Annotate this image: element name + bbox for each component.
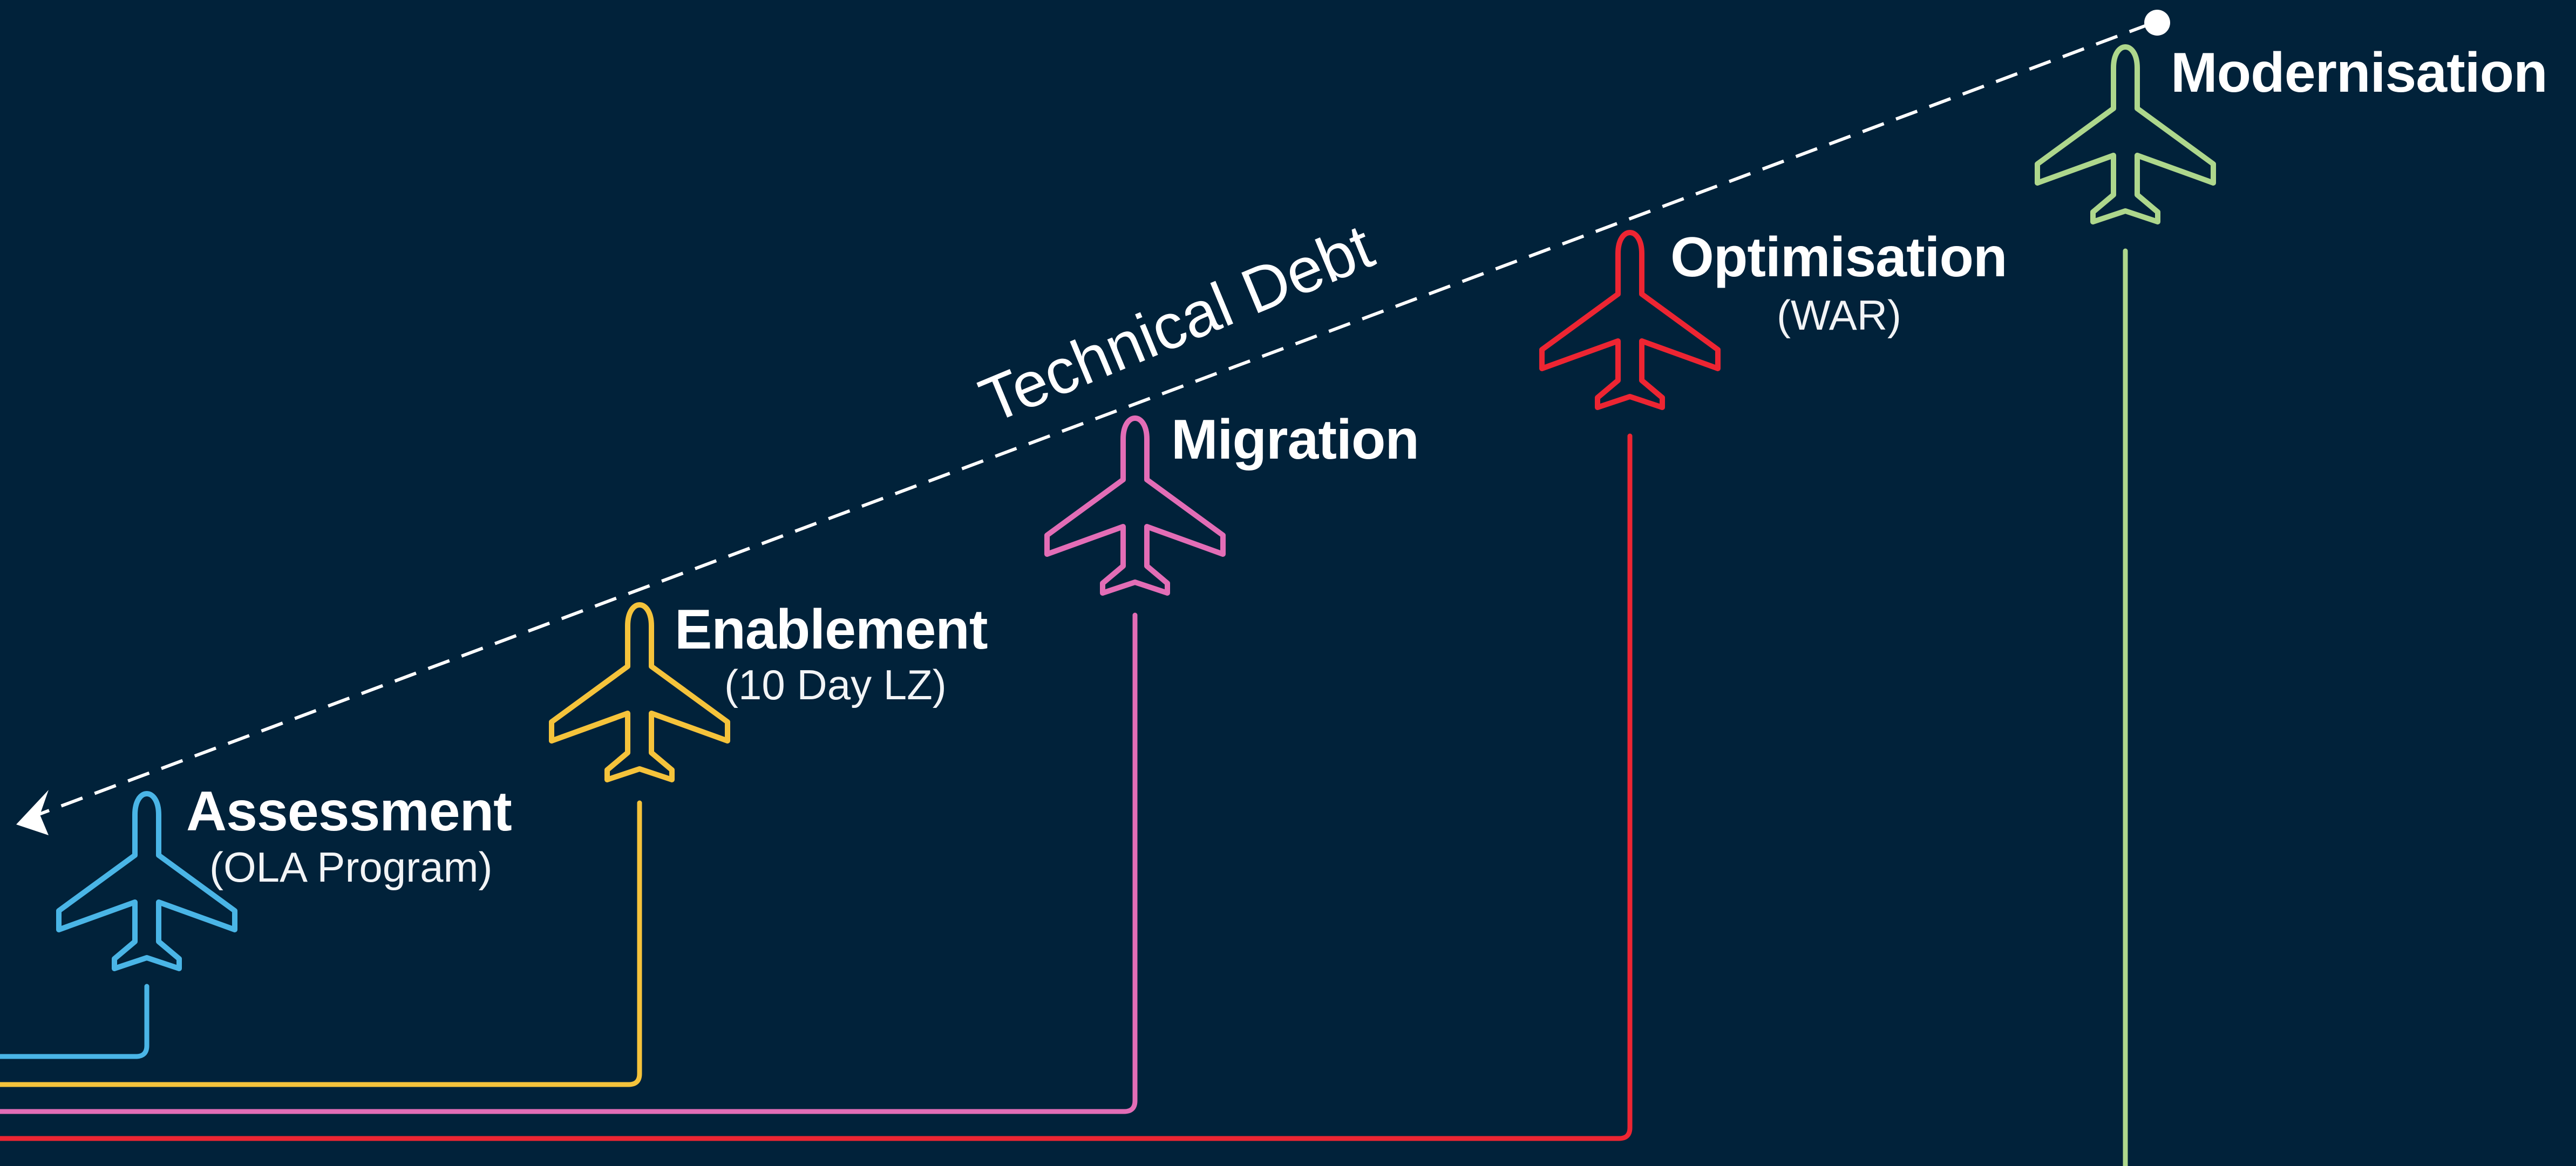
stage-title-enablement: Enablement (675, 598, 988, 661)
stage-title-assessment: Assessment (186, 780, 512, 843)
route-line-migration (0, 612, 1138, 1114)
route-line-assessment (0, 984, 149, 1059)
route-line-enablement (0, 800, 642, 1087)
trend-arrowhead-icon (16, 790, 49, 835)
technical-debt-line (16, 10, 2170, 835)
stage-subtitle-assessment: (OLA Program) (209, 843, 493, 891)
route-line-optimisation (0, 433, 1633, 1141)
trend-start-dot (2144, 10, 2170, 36)
stage-title-optimisation: Optimisation (1670, 226, 2008, 289)
stage-title-modernisation: Modernisation (2171, 42, 2548, 104)
stage-title-migration: Migration (1171, 408, 1419, 471)
stage-subtitle-enablement: (10 Day LZ) (724, 661, 947, 708)
stage-subtitle-optimisation: (WAR) (1777, 291, 1902, 339)
